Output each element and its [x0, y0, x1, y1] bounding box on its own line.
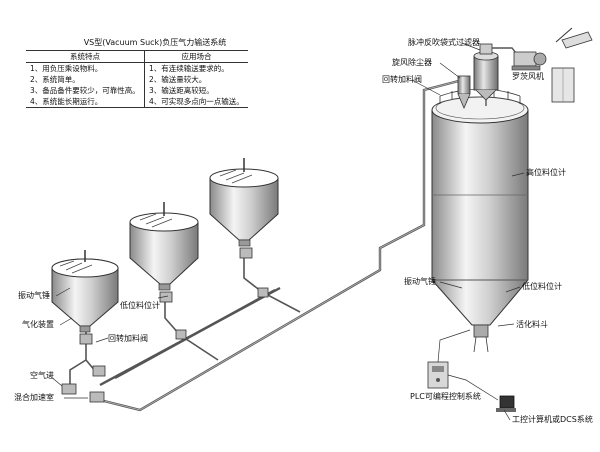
label-low-level-silo: 低位料位计: [522, 282, 562, 291]
computer-workstation: [496, 395, 516, 412]
feature-cell: 2、系统简单。: [26, 74, 145, 85]
feed-bin-2: [129, 202, 199, 291]
signal-cables: [437, 329, 499, 401]
col-features-header: 系统特点: [26, 50, 145, 63]
roots-blower: [511, 27, 573, 71]
system-title: VS型(Vacuum Suck)负压气力输送系统: [83, 38, 227, 47]
col-applications-header: 应用场合: [144, 50, 248, 63]
plc-cabinet: [427, 361, 449, 389]
application-cell: 3、输送距离较短。: [149, 86, 214, 95]
feature-cell: 4、系统能长期运行。: [26, 96, 145, 108]
feed-bin-3: [209, 158, 279, 247]
application-cell: 4、可实现多点向一点输送。: [144, 96, 248, 108]
outlet-duct: [561, 31, 593, 49]
label-vibrator-left: 振动气锤: [18, 291, 50, 300]
application-cell: 1、有连续输送要求的。: [149, 64, 229, 73]
feed-bin-1: [51, 250, 119, 333]
label-cyclone: 旋风除尘器: [392, 58, 432, 67]
rotary-valves: [61, 247, 269, 403]
label-computer: 工控计算机或DCS系统: [512, 415, 593, 424]
label-mixing-chamber: 混合加速室: [14, 393, 54, 402]
label-activation-hopper: 活化料斗: [516, 320, 548, 329]
label-rotary-feeder-top: 回转加料阀: [382, 75, 422, 84]
label-leaders: [49, 42, 525, 421]
main-silo: [431, 88, 529, 353]
table-row: 3、备品备件要较少，可靠性高。 3、输送距离较短。: [26, 85, 248, 96]
table-header-row: 系统特点 应用场合: [26, 50, 248, 63]
pulse-jet-bag-filter: [473, 43, 499, 101]
control-cabinet: [551, 67, 575, 103]
application-cell: 2、输送量较大。: [149, 75, 207, 84]
label-vibrator-silo: 振动气锤: [404, 277, 436, 286]
label-roots-blower: 罗茨风机: [512, 72, 544, 81]
label-low-level-left: 低位料位计: [120, 301, 160, 310]
table-row: 4、系统能长期运行。 4、可实现多点向一点输送。: [26, 96, 248, 108]
label-gasifier: 气化装置: [22, 320, 54, 329]
label-air-inlet: 空气进: [30, 371, 54, 380]
label-plc: PLC可编程控制系统: [410, 392, 481, 401]
feature-cell: 1、用负压乘设物料。: [26, 62, 145, 74]
table-row: 1、用负压乘设物料。 1、有连续输送要求的。: [26, 62, 248, 74]
feature-cell: 3、备品备件要较少，可靠性高。: [26, 85, 145, 96]
cyclone-separator: [457, 75, 471, 110]
features-table: 系统特点 应用场合 1、用负压乘设物料。 1、有连续输送要求的。 2、系统简单。…: [26, 50, 248, 108]
label-pulse-filter: 脉冲反吹袋式过滤器: [408, 38, 480, 47]
table-row: 2、系统简单。 2、输送量较大。: [26, 74, 248, 85]
label-high-level: 高位料位计: [526, 168, 566, 177]
label-rotary-feeder-left: 回转加料阀: [108, 334, 148, 343]
